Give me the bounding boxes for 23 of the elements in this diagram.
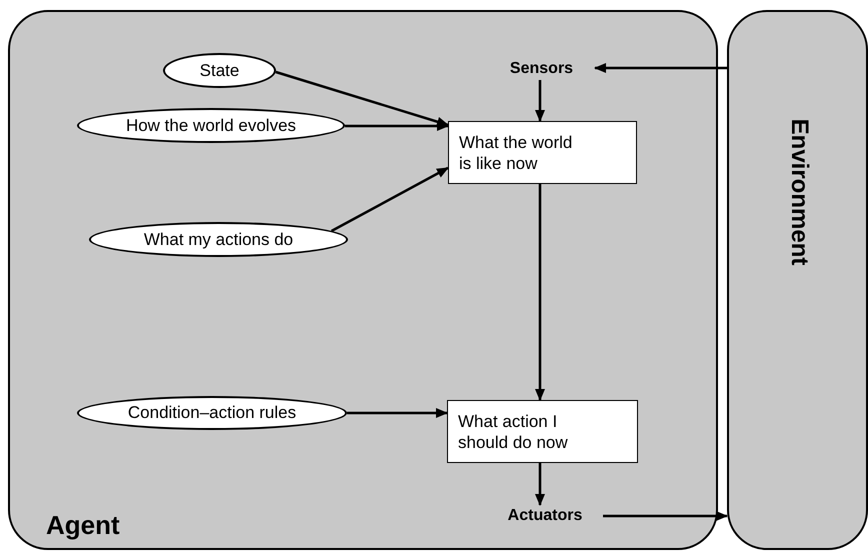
arrow [344, 121, 449, 131]
node-label: How the world evolves [126, 116, 296, 136]
node-label: What my actions do [144, 230, 294, 250]
node-label: Environment [785, 118, 813, 266]
arrow [594, 63, 727, 73]
arrow [330, 166, 449, 232]
arrow [603, 511, 728, 521]
node-label: Actuators [508, 507, 582, 525]
arrow [347, 408, 448, 418]
node-label: State [200, 60, 240, 80]
arrow [535, 184, 545, 401]
arrow [275, 70, 449, 127]
arrow [535, 80, 545, 122]
node-label: Agent [46, 510, 120, 541]
agent-panel [8, 10, 718, 550]
node-label: Sensors [510, 60, 574, 78]
node-label: What action I should do now [458, 410, 569, 452]
process-box [447, 400, 638, 463]
node-label: What the world is like now [459, 132, 574, 174]
node-label: Condition–action rules [128, 403, 296, 423]
arrow [535, 463, 545, 506]
environment-panel [727, 10, 868, 550]
process-box [448, 121, 637, 184]
